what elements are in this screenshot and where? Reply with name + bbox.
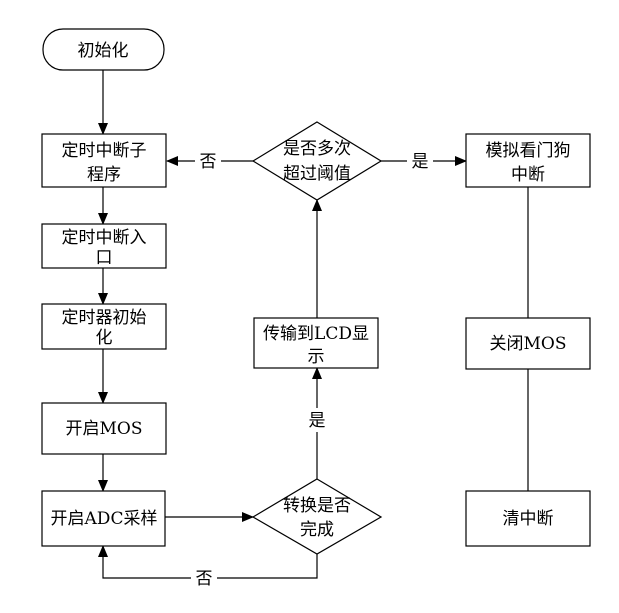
node-timer-init-line2: 化 — [96, 328, 113, 348]
node-timer-isr: 定时中断子 程序 — [41, 133, 167, 188]
node-convert-done-line2: 完成 — [300, 520, 334, 540]
node-close-mos: 关闭MOS — [465, 317, 591, 370]
node-threshold-check-line2: 超过阈值 — [283, 164, 351, 184]
node-lcd-display: 传输到LCD显 示 — [253, 317, 379, 369]
node-timer-entry-line2: 口 — [96, 248, 113, 268]
node-lcd-display-line1: 传输到LCD显 — [263, 324, 369, 344]
node-init-label: 初始化 — [78, 41, 129, 61]
node-timer-entry-line1: 定时中断入 — [62, 228, 147, 248]
node-convert-done: 转换是否 完成 — [251, 478, 383, 555]
node-watchdog-line2: 中断 — [511, 165, 545, 185]
node-timer-isr-line2: 程序 — [87, 165, 121, 185]
node-open-mos-label: 开启MOS — [66, 419, 143, 439]
edge-label-convert-no: 否 — [196, 569, 213, 589]
node-clear-int: 清中断 — [465, 490, 591, 547]
node-threshold-check-line1: 是否多次 — [283, 139, 351, 159]
edge-labels: 否 是 是 否 — [191, 150, 433, 589]
node-lcd-display-line2: 示 — [308, 347, 325, 367]
edge-label-convert-yes: 是 — [309, 411, 326, 431]
node-watchdog-line1: 模拟看门狗 — [486, 141, 571, 161]
node-timer-init-line1: 定时器初始 — [62, 308, 147, 328]
edge-label-threshold-no: 否 — [200, 152, 217, 172]
edge-label-threshold-yes: 是 — [412, 152, 429, 172]
node-convert-done-line1: 转换是否 — [283, 496, 351, 516]
node-timer-isr-line1: 定时中断子 — [62, 141, 147, 161]
node-init: 初始化 — [42, 28, 165, 71]
node-watchdog: 模拟看门狗 中断 — [465, 133, 591, 188]
node-adc-sample-label: 开启ADC采样 — [51, 509, 158, 529]
node-clear-int-label: 清中断 — [503, 509, 554, 529]
node-adc-sample: 开启ADC采样 — [41, 490, 166, 547]
node-threshold-check: 是否多次 超过阈值 — [251, 121, 383, 201]
node-close-mos-label: 关闭MOS — [490, 334, 567, 354]
node-timer-entry: 定时中断入 口 — [41, 223, 167, 269]
node-open-mos: 开启MOS — [41, 402, 167, 455]
node-timer-init: 定时器初始 化 — [41, 303, 167, 350]
